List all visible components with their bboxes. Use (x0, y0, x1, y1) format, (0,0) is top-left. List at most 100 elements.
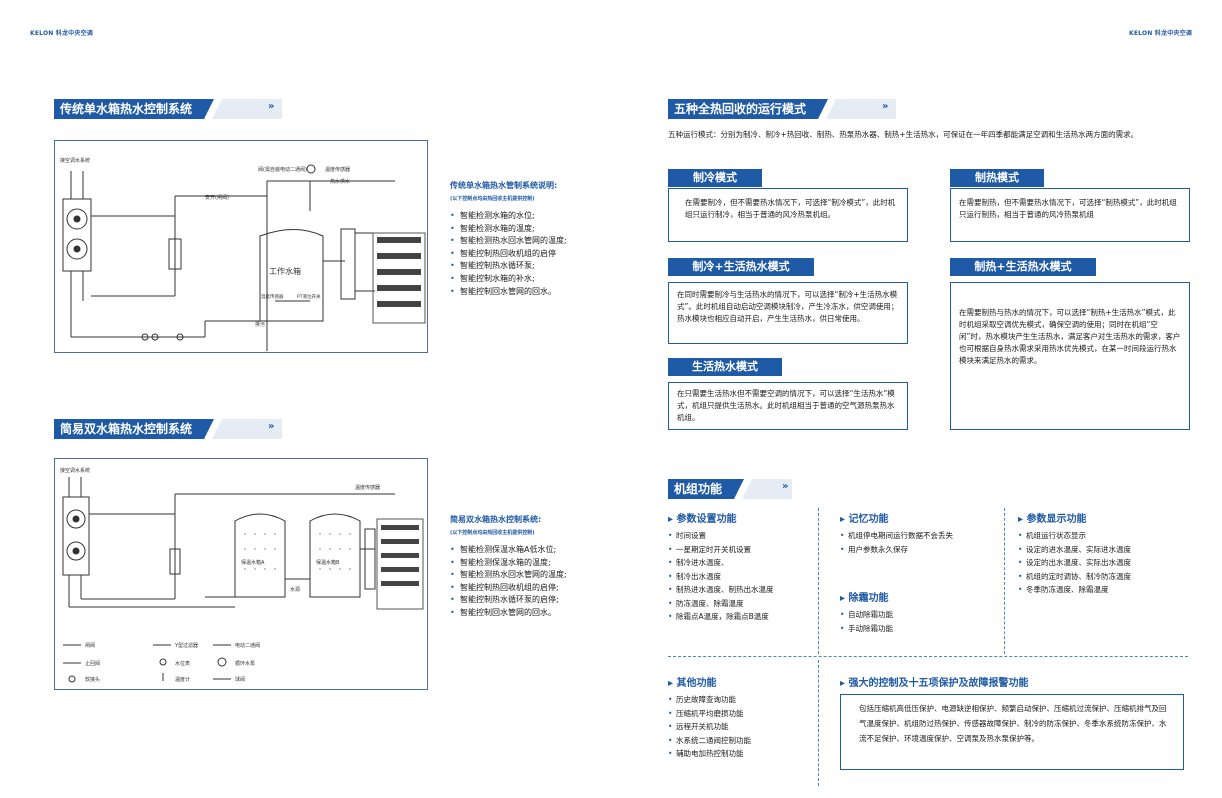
mode-box-hot: 在只需要生活热水但不需要空调的情况下，可以选择“生活热水”模式，机组只提供生活热… (668, 382, 908, 430)
svg-text:保温水箱A: 保温水箱A (241, 559, 265, 566)
svg-text:工作水箱: 工作水箱 (269, 266, 301, 276)
svg-text:闸阀: 闸阀 (85, 642, 95, 649)
mode-box-cooling: 在需要制冷，但不需要热水情况下，可选择“制冷模式”，此时机组只运行制冷，相当于普… (668, 188, 908, 242)
function-list: 自动除霜功能 手动除霜功能 (840, 608, 893, 635)
function-param-display: 参数显示功能 机组运行状态显示 设定的进水温度、实际进水温度 设定的出水温度、实… (1018, 510, 1131, 597)
list-item: 制冷出水温度 (668, 570, 774, 584)
svg-text:球阀: 球阀 (235, 676, 245, 683)
svg-text:软接头: 软接头 (85, 676, 100, 683)
function-title: 除霜功能 (840, 589, 893, 604)
section-title-text: 简易双水箱热水控制系统 (54, 419, 205, 439)
list-item: 智能检测热水回水管网的温度; (450, 569, 567, 582)
mode-title-hot: 生活热水模式 (668, 358, 782, 376)
kelon-logo-right: KELON 科龙中央空调 (1129, 30, 1192, 37)
mode-title-heating: 制热模式 (950, 169, 1044, 187)
svg-text:循环水泵: 循环水泵 (235, 660, 255, 667)
divider (818, 660, 819, 786)
list-item: 智能控制热水循环泵; (450, 260, 567, 273)
list-item: 辅助电加热控制功能 (668, 747, 751, 761)
function-memory: 记忆功能 机组停电期间运行数据不会丢失 用户参数永久保存 (840, 510, 953, 556)
list-item: 智能检测水箱的温度; (450, 223, 567, 236)
double-tank-schematic: 接空调水系统 温度传感器 保温水箱A 保温水箱B 水源 闸阀 止回阀 软接头 Y… (60, 467, 424, 683)
divider (818, 508, 819, 654)
list-item: 用户参数永久保存 (840, 543, 953, 557)
function-title: 其他功能 (668, 674, 751, 689)
svg-text:保温水箱B: 保温水箱B (316, 559, 340, 566)
divider (1004, 508, 1005, 654)
list-item: 智能检测水箱的水位; (450, 210, 567, 223)
control-bullet-list: 智能检测保温水箱A低水位; 智能检测保温水箱的温度; 智能检测热水回水管网的温度… (450, 544, 567, 620)
section-title-modes: 五种全热回收的运行模式 » (668, 99, 898, 119)
section-title-single-tank: 传统单水箱热水控制系统 » (54, 99, 284, 119)
list-item: 防冻温度、除霜温度 (668, 597, 774, 611)
list-item: 智能控制水箱的补水; (450, 273, 567, 286)
list-item: 智能控制回水管网的回水。 (450, 286, 567, 299)
svg-text:排污: 排污 (255, 321, 265, 328)
list-item: 机组停电期间运行数据不会丢失 (840, 529, 953, 543)
svg-text:温度计: 温度计 (175, 676, 190, 683)
list-item: 自动除霜功能 (840, 608, 893, 622)
list-item: 智能控制回水管网的回水。 (450, 607, 567, 620)
function-list: 机组运行状态显示 设定的进水温度、实际进水温度 设定的出水温度、实际出水温度 机… (1018, 529, 1131, 597)
svg-text:PT液位开关: PT液位开关 (297, 293, 321, 300)
function-list: 历史故障查询功能 压缩机平均磨损功能 远程开关机功能 水系统二通阀控制功能 辅助… (668, 693, 751, 761)
list-item: 智能控制热回收机组的启停; (450, 582, 567, 595)
svg-text:阀(需自装电动二通阀): 阀(需自装电动二通阀) (258, 166, 307, 173)
function-list: 时间设置 一星期定时开关机设置 制冷进水温度、 制冷出水温度 制热进水温度、制热… (668, 529, 774, 624)
list-item: 设定的进水温度、实际进水温度 (1018, 543, 1131, 557)
section-title-text: 传统单水箱热水控制系统 (54, 99, 205, 119)
description-title: 传统单水箱热水管制系统说明: (450, 181, 558, 190)
mode-box-cool-hot: 在同时需要制冷与生活热水的情况下，可以选择“制冷+生活热水模式”。此时机组自动启… (668, 282, 908, 344)
section-title-functions: 机组功能 » (668, 479, 814, 499)
svg-text:止回阀: 止回阀 (85, 660, 100, 667)
mode-box-heat-hot: 在需要制热与热水的情况下，可以选择“制热+生活热水”模式，此时机组采取空调优先模… (950, 282, 1190, 430)
list-item: 制冷进水温度、 (668, 556, 774, 570)
single-tank-diagram: 接空调水系统 阀(需自装电动二通阀) 温度传感器 热水供水 安开(闸阀) 工作水… (54, 140, 428, 353)
mode-title-cooling: 制冷模式 (668, 169, 762, 187)
section-title-text: 机组功能 (668, 479, 735, 499)
list-item: 一星期定时开关机设置 (668, 543, 774, 557)
svg-text:热水供水: 热水供水 (330, 178, 350, 185)
list-item: 历史故障查询功能 (668, 693, 751, 707)
double-tank-description: 简易双水箱热水控制系统: (以下控制点均由热回收主机提供控制) 智能检测保温水箱… (450, 514, 567, 620)
double-tank-diagram: 接空调水系统 温度传感器 保温水箱A 保温水箱B 水源 闸阀 止回阀 软接头 Y… (54, 458, 428, 690)
function-protection-title-wrap: 强大的控制及十五项保护及故障报警功能 (840, 674, 1029, 689)
svg-text:Y型过滤器: Y型过滤器 (174, 642, 198, 649)
description-title: 简易双水箱热水控制系统: (450, 515, 542, 524)
description-subtitle: (以下控制点均由热回收主机提供控制) (450, 530, 535, 536)
svg-text:电动二通阀: 电动二通阀 (235, 642, 260, 649)
mode-title-cool-hot: 制冷+生活热水模式 (668, 258, 814, 276)
list-item: 机组运行状态显示 (1018, 529, 1131, 543)
chevron-icon: » (268, 421, 275, 432)
svg-text:接空调水系统: 接空调水系统 (60, 157, 90, 164)
list-item: 制热进水温度、制热出水温度 (668, 583, 774, 597)
list-item: 压缩机平均磨损功能 (668, 707, 751, 721)
function-other: 其他功能 历史故障查询功能 压缩机平均磨损功能 远程开关机功能 水系统二通阀控制… (668, 674, 751, 761)
function-defrost: 除霜功能 自动除霜功能 手动除霜功能 (840, 589, 893, 635)
list-item: 智能检测保温水箱A低水位; (450, 544, 567, 557)
list-item: 远程开关机功能 (668, 720, 751, 734)
list-item: 时间设置 (668, 529, 774, 543)
function-list: 机组停电期间运行数据不会丢失 用户参数永久保存 (840, 529, 953, 556)
svg-text:安开(闸阀): 安开(闸阀) (205, 194, 229, 201)
list-item: 机组的定时调协、制冷防冻温度 (1018, 570, 1131, 584)
svg-text:接空调水系统: 接空调水系统 (60, 467, 90, 474)
list-item: 智能控制热回收机组的启停 (450, 248, 567, 261)
protection-box: 包括压缩机高低压保护、电源缺逆相保护、频繁启动保护、压缩机过流保护、压缩机排气及… (840, 694, 1184, 770)
function-title: 参数设置功能 (668, 510, 774, 525)
kelon-logo-left: KELON 科龙中央空调 (30, 30, 93, 37)
list-item: 手动除霜功能 (840, 622, 893, 636)
modes-intro: 五种运行模式：分别为制冷、制冷+热回收、制热、热泵热水器、制热+生活热水，可保证… (668, 130, 1139, 139)
list-item: 智能检测热水回水管网的温度; (450, 235, 567, 248)
chevron-icon: » (782, 481, 789, 492)
svg-text:温度传感器: 温度传感器 (325, 166, 350, 173)
chevron-icon: » (268, 101, 275, 112)
function-title: 强大的控制及十五项保护及故障报警功能 (840, 674, 1029, 689)
list-item: 设定的出水温度、实际出水温度 (1018, 556, 1131, 570)
list-item: 除霜点A温度，除霜点B温度 (668, 610, 774, 624)
function-title: 参数显示功能 (1018, 510, 1131, 525)
single-tank-schematic: 接空调水系统 阀(需自装电动二通阀) 温度传感器 热水供水 安开(闸阀) 工作水… (60, 157, 426, 351)
list-item: 智能控制热水循环泵的启停; (450, 594, 567, 607)
mode-box-heating: 在需要制热，但不需要热水情况下，可选择“制热模式”，此时机组只运行制热，相当于普… (950, 188, 1190, 242)
svg-text:水源: 水源 (290, 586, 300, 593)
